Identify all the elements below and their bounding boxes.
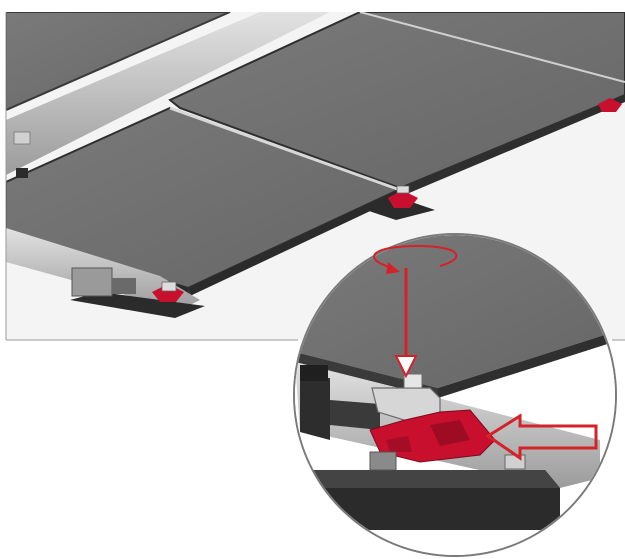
red-clamp-right [388,185,418,208]
red-clamp-far-right [598,98,622,112]
rotation-arrow-icon [373,244,458,274]
back-rail [6,12,330,175]
upper-left-panel [6,12,231,112]
base-pad-left [70,292,205,318]
base-pad-right [360,198,435,220]
down-arrow-icon [394,268,418,379]
upper-right-panel [168,12,625,190]
detail-panel [295,235,615,388]
detail-magnifier [295,235,615,555]
left-arrow-icon [485,413,598,461]
red-clamp-front [152,281,184,302]
overview-scene [6,12,625,340]
